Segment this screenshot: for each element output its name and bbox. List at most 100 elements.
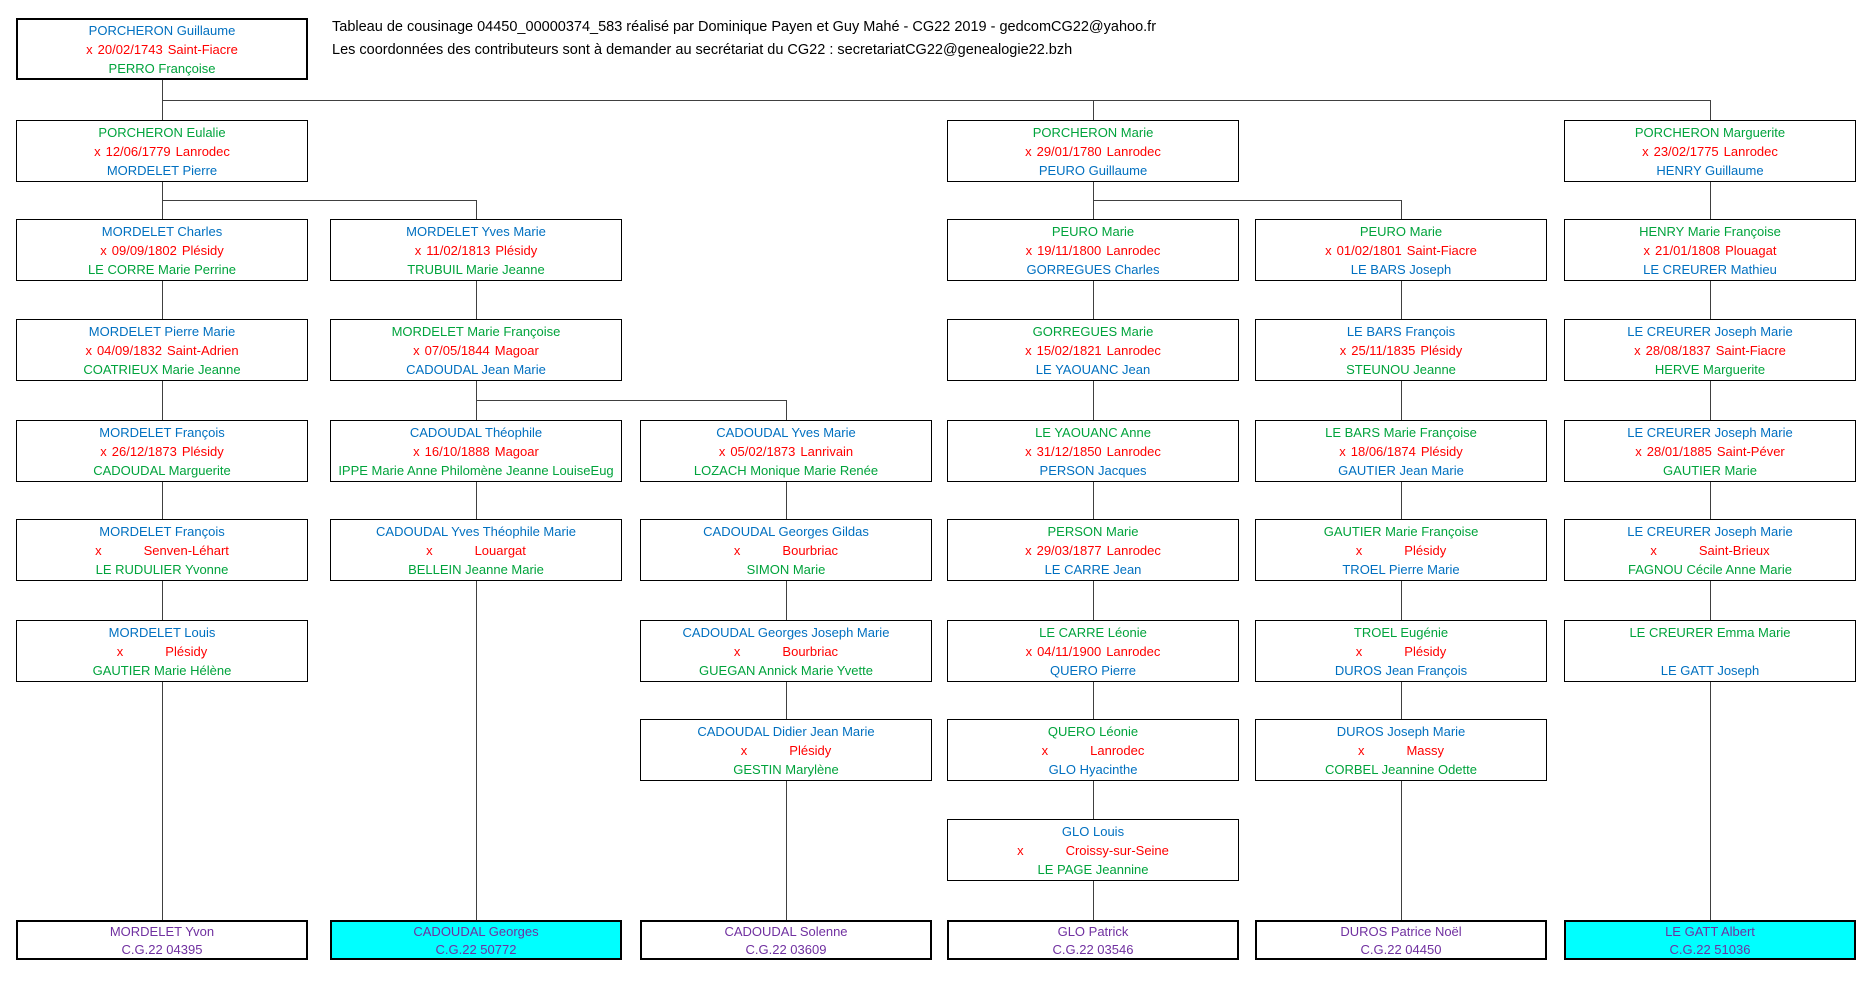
- marriage-place: Magoar: [494, 443, 539, 459]
- marriage-symbol: x: [413, 342, 420, 358]
- tree-connector-line: [1093, 881, 1094, 920]
- marriage-place: Lanrodec: [1106, 342, 1161, 358]
- tree-connector-line: [1710, 381, 1711, 420]
- person-name: LE CARRE Léonie: [1039, 624, 1147, 640]
- marriage-symbol: x: [733, 542, 741, 558]
- person-name: PORCHERON Marguerite: [1634, 124, 1786, 140]
- person-name: QUERO Léonie: [1047, 723, 1139, 739]
- person-name: GORREGUES Marie: [1032, 323, 1154, 339]
- person-name: CADOUDAL Solenne: [724, 924, 848, 939]
- tree-connector-line: [1093, 781, 1094, 819]
- spouse-name: BELLEIN Jeanne Marie: [408, 561, 544, 577]
- marriage-place: Lanrodec: [1106, 542, 1161, 558]
- spouse-name: LE CORRE Marie Perrine: [87, 261, 237, 277]
- spouse-name: IPPE Marie Anne Philomène Jeanne LouiseE…: [338, 462, 614, 478]
- spouse-name: PERRO Françoise: [108, 60, 216, 76]
- marriage-place: Croissy-sur-Seine: [1065, 842, 1169, 858]
- tree-connector-line: [162, 80, 163, 100]
- spouse-name: PEURO Guillaume: [1038, 162, 1148, 178]
- person-name: GLO Patrick: [1057, 924, 1129, 939]
- marriage-date: 11/02/1813: [426, 242, 491, 258]
- marriage-symbol: x: [1325, 242, 1332, 258]
- marriage-place: Saint-Fiacre: [167, 41, 238, 57]
- person-name: MORDELET Louis: [108, 624, 216, 640]
- spouse-name: GAUTIER Marie Hélène: [92, 662, 232, 678]
- person-name: LE GATT Albert: [1665, 924, 1755, 939]
- person-box: LE CREURER Emma Marie LE GATT Joseph: [1564, 620, 1856, 682]
- tree-connector-line: [1710, 281, 1711, 319]
- person-name: CADOUDAL Didier Jean Marie: [697, 723, 875, 739]
- marriage-date: 05/02/1873: [730, 443, 796, 459]
- spouse-name: CADOUDAL Jean Marie: [406, 361, 546, 377]
- person-name: MORDELET Pierre Marie: [88, 323, 236, 339]
- marriage-date: 07/05/1844: [424, 342, 490, 358]
- marriage-place: Lanrodec: [1106, 242, 1161, 258]
- person-name: LE YAOUANC Anne: [1035, 424, 1151, 440]
- tree-connector-line: [1401, 281, 1402, 319]
- marriage-place: Saint-Péver: [1716, 443, 1785, 459]
- tree-connector-line: [1710, 682, 1711, 920]
- marriage-symbol: x: [1025, 643, 1033, 659]
- person-name: CADOUDAL Georges Gildas: [703, 523, 869, 539]
- tree-connector-line: [786, 581, 787, 620]
- marriage-symbol: x: [100, 242, 107, 258]
- spouse-name: HERVE Marguerite: [1654, 361, 1766, 377]
- marriage-date: 26/12/1873: [111, 443, 177, 459]
- marriage-symbol: x: [413, 443, 420, 459]
- marriage-date: 29/01/1780: [1036, 143, 1102, 159]
- person-name: MORDELET François: [99, 424, 225, 440]
- person-name: MORDELET Yves Marie: [406, 223, 546, 239]
- person-name: MORDELET Marie Françoise: [391, 323, 561, 339]
- spouse-name: STEUNOU Jeanne: [1346, 361, 1456, 377]
- marriage-date: 01/02/1801: [1336, 242, 1402, 258]
- tree-connector-line: [162, 182, 163, 200]
- tree-connector-line: [1401, 581, 1402, 620]
- marriage-place: Saint-Fiacre: [1406, 242, 1477, 258]
- marriage-symbol: x: [1355, 542, 1363, 558]
- tree-connector-line: [162, 281, 163, 319]
- person-name: PORCHERON Marie: [1032, 124, 1154, 140]
- tree-connector-line: [1401, 781, 1402, 920]
- person-name: CADOUDAL Georges: [413, 924, 539, 939]
- person-name: PEURO Marie: [1051, 223, 1135, 239]
- tree-connector-line: [476, 381, 477, 400]
- tree-connector-line: [476, 281, 477, 319]
- marriage-place: Saint-Adrien: [167, 342, 239, 358]
- marriage-symbol: x: [1025, 242, 1033, 258]
- marriage-date: 15/02/1821: [1036, 342, 1102, 358]
- person-name: CADOUDAL Georges Joseph Marie: [682, 624, 890, 640]
- tree-connector-line: [1093, 100, 1094, 120]
- marriage-date: 19/11/1800: [1037, 242, 1102, 258]
- spouse-name: LE GATT Joseph: [1660, 662, 1760, 678]
- marriage-symbol: x: [1025, 143, 1032, 159]
- marriage-place: Plésidy: [1420, 342, 1463, 358]
- tree-connector-line: [1093, 200, 1094, 219]
